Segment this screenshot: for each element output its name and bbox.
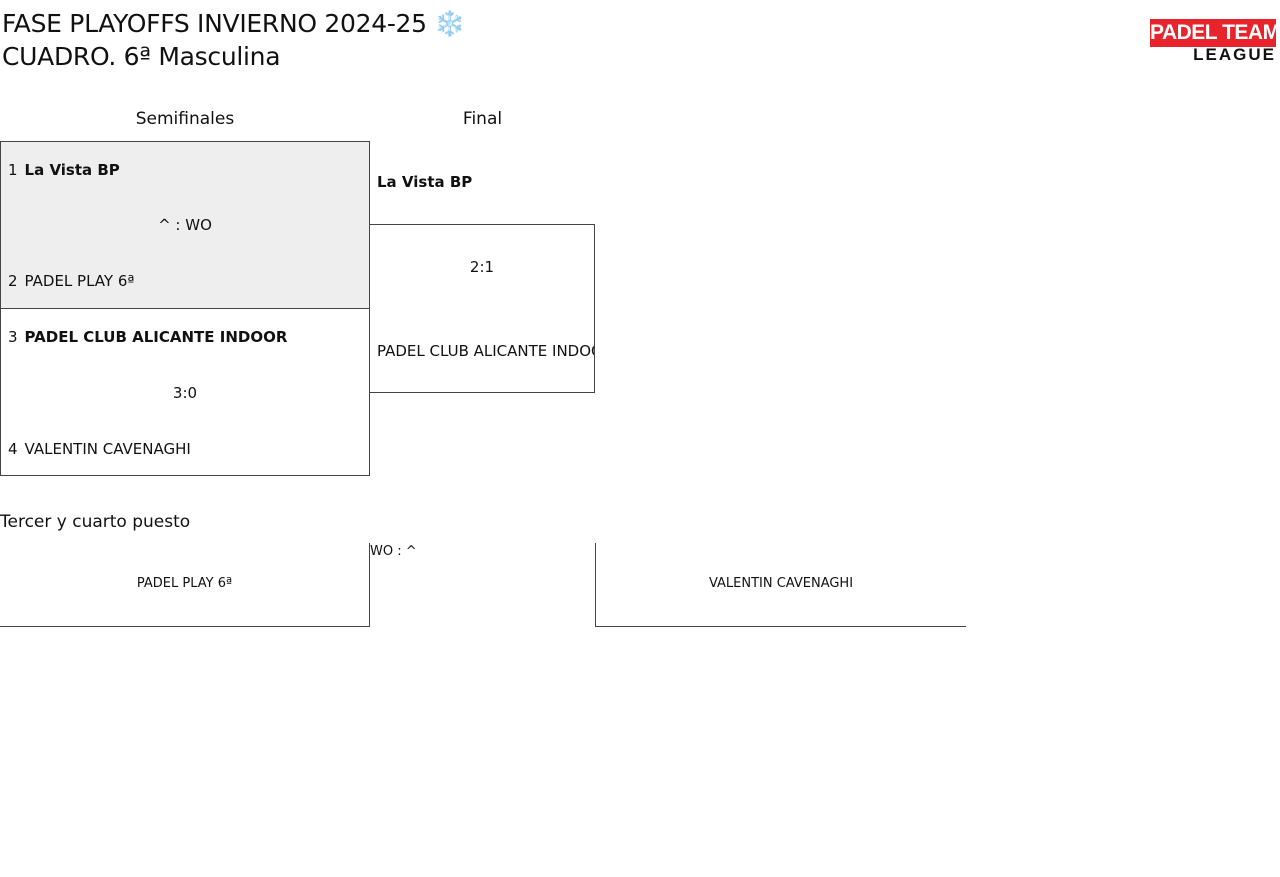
semifinals-heading: Semifinales [135,109,235,129]
semifinal-match-1[interactable]: 1 La Vista BP ^ : WO 2 PADEL PLAY 6ª [0,141,370,309]
semifinal-1-team-1: 1 La Vista BP [8,161,120,179]
third-place-heading: Tercer y cuarto puesto [0,512,191,532]
team-name: La Vista BP [24,161,120,179]
seed-number: 4 [8,440,18,458]
league-logo: PADEL TEAM LEAGUE [1150,19,1276,63]
final-team-1: La Vista BP [377,173,473,191]
semifinal-1-team-2: 2 PADEL PLAY 6ª [8,272,134,290]
logo-bottom-text: LEAGUE [1193,45,1276,64]
page-title: FASE PLAYOFFS INVIERNO 2024-25 ❄️ CUADRO… [2,7,466,73]
team-name: PADEL PLAY 6ª [24,272,135,290]
semifinal-match-2[interactable]: 3 PADEL CLUB ALICANTE INDOOR 3:0 4 VALENTI… [0,308,370,476]
semifinal-1-score: ^ : WO [158,216,212,234]
team-name: PADEL CLUB ALICANTE INDOOR [24,328,288,346]
title-line-2: CUADRO. 6ª Masculina [2,42,281,71]
third-place-team-1: PADEL PLAY 6ª [136,576,233,591]
team-name: VALENTIN CAVENAGHI [24,440,191,458]
third-place-team-2: VALENTIN CAVENAGHI [708,576,854,591]
semifinal-2-team-2: 4 VALENTIN CAVENAGHI [8,440,191,458]
title-line-1: FASE PLAYOFFS INVIERNO 2024-25 ❄️ [2,9,466,38]
logo-top-text: PADEL TEAM [1150,19,1276,47]
final-score: 2:1 [469,258,495,276]
third-place-team-2-box[interactable]: VALENTIN CAVENAGHI [595,543,966,627]
semifinal-2-team-1: 3 PADEL CLUB ALICANTE INDOOR [8,328,287,346]
final-heading: Final [462,109,503,129]
third-place-team-1-box[interactable]: PADEL PLAY 6ª [0,543,370,627]
seed-number: 1 [8,161,18,179]
seed-number: 3 [8,328,18,346]
semifinal-2-score: 3:0 [172,384,198,402]
final-match[interactable]: 2:1 PADEL CLUB ALICANTE INDOOR [369,224,595,393]
final-team-2: PADEL CLUB ALICANTE INDOOR [377,342,595,360]
seed-number: 2 [8,272,18,290]
third-place-score: WO : ^ [370,544,417,559]
